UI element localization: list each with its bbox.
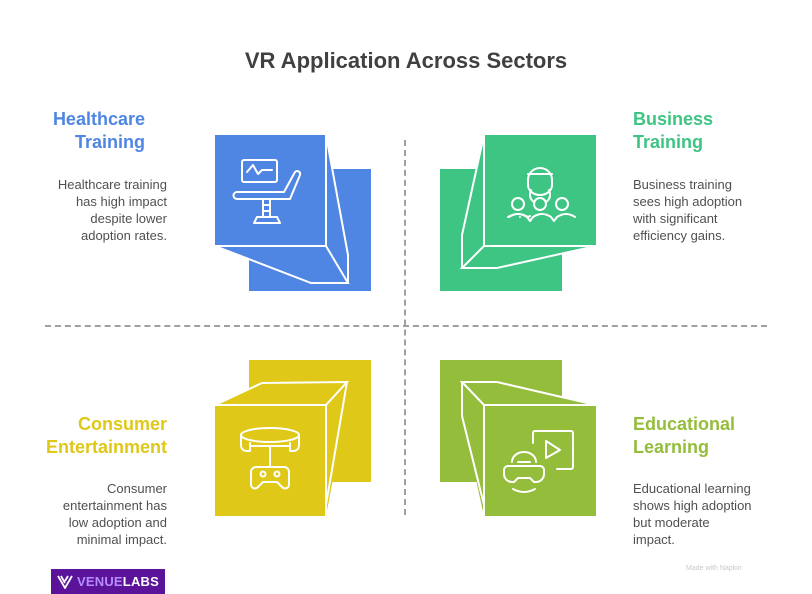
- description-line: efficiency gains.: [633, 228, 726, 243]
- description-line: Healthcare training: [57, 177, 167, 192]
- description-line: adoption rates.: [80, 228, 167, 243]
- description-line: sees high adoption: [633, 194, 743, 209]
- description-line: shows high adoption: [633, 498, 752, 513]
- medical-chair-monitor-icon: [232, 159, 302, 224]
- description-line: minimal impact.: [76, 532, 167, 547]
- venuelabs-logo: VENUELABS: [51, 569, 165, 594]
- heading-line: Educational: [633, 414, 736, 434]
- quadrant-description: Business training sees high adoption wit…: [633, 176, 803, 244]
- vertical-axis-divider: [404, 140, 406, 515]
- yellow-cube-shape: [214, 360, 371, 516]
- horizontal-axis-divider: [45, 325, 767, 327]
- heading-line: Training: [74, 132, 145, 152]
- description-line: impact.: [633, 532, 675, 547]
- description-line: but moderate: [633, 515, 710, 530]
- olive-cube-shape: [440, 360, 597, 516]
- heading-line: Business: [633, 109, 714, 129]
- description-line: despite lower: [90, 211, 167, 226]
- quadrant-heading: Business Training: [633, 108, 793, 154]
- description-line: has high impact: [75, 194, 167, 209]
- heading-line: Learning: [633, 437, 710, 457]
- logo-text-venue: VENUE: [77, 574, 123, 589]
- quadrant-heading: Consumer Entertainment: [20, 413, 167, 459]
- logo-text-labs: LABS: [122, 574, 159, 589]
- diagram-title: VR Application Across Sectors: [244, 48, 568, 73]
- quadrant-description: Consumer entertainment has low adoption …: [20, 480, 167, 548]
- quadrant-description: Educational learning shows high adoption…: [633, 480, 808, 548]
- blue-cube-shape: [214, 134, 371, 291]
- vr-video-play-icon: [503, 430, 574, 493]
- description-line: with significant: [633, 211, 718, 226]
- heading-line: Training: [633, 132, 704, 152]
- quadrant-description: Healthcare training has high impact desp…: [20, 176, 167, 244]
- description-line: low adoption and: [68, 515, 167, 530]
- logo-text: VENUELABS: [77, 574, 159, 589]
- description-line: Business training: [633, 177, 732, 192]
- green-cube-shape: [440, 134, 597, 291]
- vr-headset-gamepad-icon: [240, 427, 300, 490]
- quadrant-heading: Healthcare Training: [40, 108, 145, 154]
- heading-line: Healthcare: [52, 109, 145, 129]
- vr-instructor-group-icon: [507, 167, 576, 222]
- description-line: entertainment has: [62, 498, 167, 513]
- quadrant-heading: Educational Learning: [633, 413, 793, 459]
- heading-line: Consumer: [77, 414, 167, 434]
- venuelabs-v-icon: [57, 575, 73, 589]
- watermark: Made with Napkin: [686, 565, 742, 572]
- description-line: Educational learning: [633, 481, 751, 496]
- heading-line: Entertainment: [45, 437, 167, 457]
- description-line: Consumer: [107, 481, 167, 496]
